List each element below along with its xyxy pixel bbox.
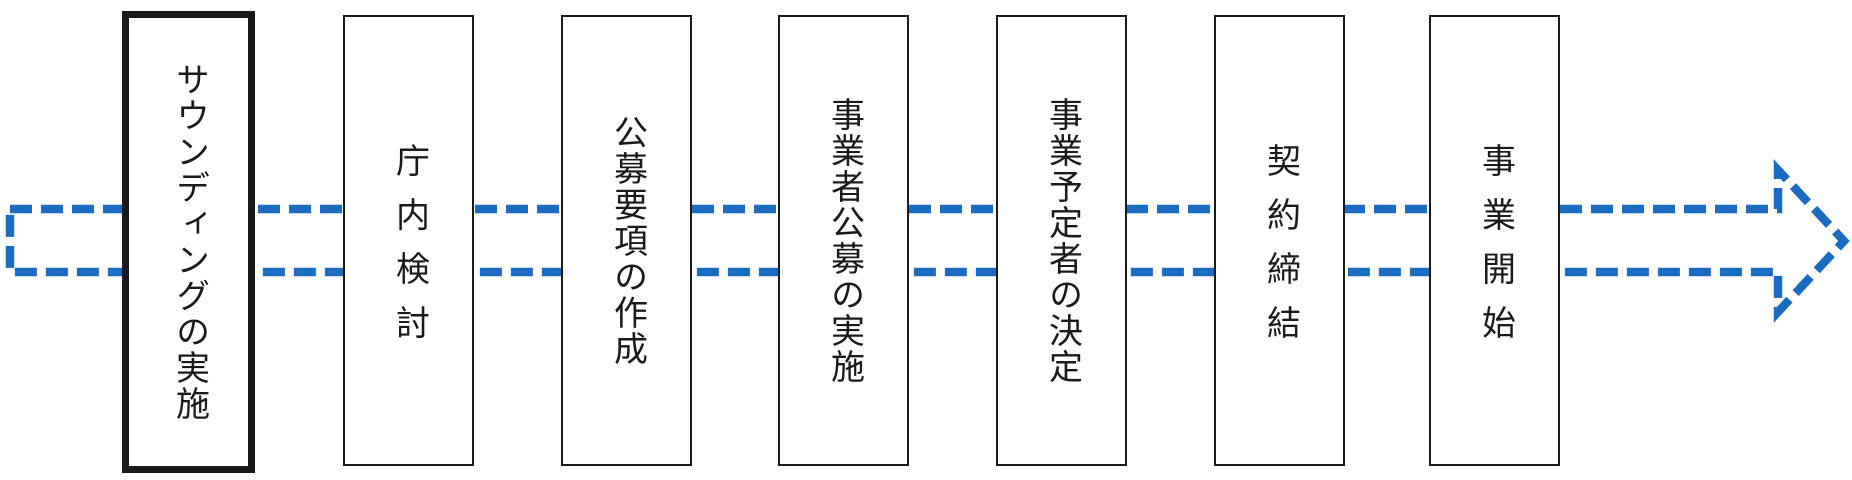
step-box-contract: 契約締結: [1214, 15, 1345, 466]
step-label: 契約締結: [1261, 142, 1299, 359]
step-box-sounding: サウンディングの実施: [122, 11, 255, 473]
step-label: 事業予定者の決定: [1043, 96, 1081, 385]
step-box-public-offering: 事業者公募の実施: [778, 15, 909, 466]
step-label: 庁内検討: [390, 142, 428, 359]
step-label: 事業者公募の実施: [825, 96, 863, 385]
step-label: 公募要項の作成: [608, 114, 646, 367]
step-label: 事業開始: [1476, 142, 1514, 359]
step-box-business-start: 事業開始: [1429, 15, 1560, 466]
step-box-internal-review: 庁内検討: [343, 15, 474, 466]
step-box-operator-decision: 事業予定者の決定: [996, 15, 1127, 466]
step-box-guidelines-creation: 公募要項の作成: [561, 15, 692, 466]
step-label: サウンディングの実施: [170, 62, 208, 422]
arrow-outline-path: [5, 159, 1850, 323]
